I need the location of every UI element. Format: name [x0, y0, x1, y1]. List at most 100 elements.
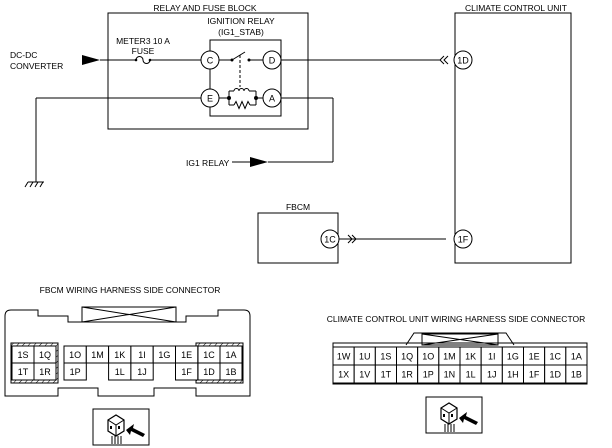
fbcm-terminal-1c: 1C: [320, 229, 340, 249]
connector-pin: 1J: [130, 362, 154, 381]
relay-pin-e: E: [200, 88, 220, 108]
connector-pin-label: 1M: [91, 350, 104, 360]
connector-pin: 1Q: [396, 346, 419, 366]
connector-pin: 1K: [108, 345, 132, 364]
ccu-connector-title: CLIMATE CONTROL UNIT WIRING HARNESS SIDE…: [327, 314, 586, 324]
connector-pin-label: 1X: [338, 370, 349, 380]
connector-pin-label: 1M: [443, 352, 456, 362]
fbcm-unit: FBCM 1C: [257, 202, 340, 264]
connector-pin: 1T: [374, 364, 398, 384]
connector-pin: 1W: [332, 346, 355, 366]
fbcm-label: FBCM: [286, 202, 310, 212]
connector-pin: 1U: [353, 346, 376, 366]
connector-pin-label: 1A: [571, 352, 582, 362]
connector-pin-label: 1I: [488, 352, 496, 362]
connector-pin-label: 1Q: [39, 350, 51, 360]
connector-mark-1d: [439, 55, 449, 65]
relay-pin-c: C: [200, 50, 220, 70]
dcdc-converter-input: DC-DC CONVERTER: [10, 50, 100, 71]
connector-pin-label: 1T: [381, 370, 392, 380]
connector-pin: 1K: [459, 346, 482, 366]
ignition-relay-id: (IG1_STAB): [218, 27, 264, 37]
svg-text:E: E: [207, 94, 213, 104]
ground-icon: [24, 181, 44, 188]
ig1-relay-input: IG1 RELAY: [186, 157, 268, 168]
ccu-connector: CLIMATE CONTROL UNIT WIRING HARNESS SIDE…: [327, 314, 588, 385]
connector-pin-label: 1F: [529, 370, 540, 380]
connector-pin: 1I: [480, 346, 503, 366]
connector-pin: 1S: [11, 345, 35, 364]
connector-pin: 1L: [108, 362, 132, 381]
connector-pin-label: 1G: [507, 352, 519, 362]
connector-pin-label: 1C: [203, 350, 215, 360]
meter-fuse-label-2: FUSE: [132, 46, 155, 56]
connector-pin: 1B: [219, 362, 243, 381]
svg-text:1C: 1C: [324, 235, 336, 245]
arrow-left-icon: [126, 424, 145, 437]
svg-text:C: C: [207, 56, 214, 66]
connector-view-icon-fbcm: [92, 408, 150, 446]
relay-pin-d: D: [262, 50, 282, 70]
arrow-left-icon: [459, 412, 478, 425]
connector-pin: 1R: [396, 364, 419, 384]
ignition-relay-label: IGNITION RELAY: [207, 16, 275, 26]
connector-pin: 1V: [353, 364, 376, 384]
connector-pin: 1H: [501, 364, 525, 384]
dcdc-label-2: CONVERTER: [10, 61, 63, 71]
connector-pin: 1O: [417, 346, 440, 366]
connector-pin: 1E: [523, 346, 546, 366]
connector-pin-label: 1L: [115, 367, 125, 377]
connector-pin-label: 1P: [423, 370, 434, 380]
connector-pin-label: 1R: [39, 367, 51, 377]
connector-pin-label: 1K: [465, 352, 476, 362]
connector-pin-label: 1R: [401, 370, 413, 380]
ccu-terminal-1d: 1D: [453, 50, 473, 70]
connector-pin: 1G: [152, 345, 176, 364]
connector-pin: 1I: [130, 345, 154, 364]
connector-pin: 1D: [544, 364, 567, 384]
connector-pin-label: 1N: [444, 370, 456, 380]
connector-pin: 1O: [63, 345, 87, 364]
connector-pin: 1F: [175, 362, 199, 381]
ig1-relay-label: IG1 RELAY: [186, 158, 230, 168]
connector-pin: 1F: [523, 364, 546, 384]
connector-pin: 1M: [438, 346, 461, 366]
connector-pin-label: 1J: [487, 370, 497, 380]
connector-pin: 1T: [11, 362, 35, 381]
connector-pin: 1C: [544, 346, 567, 366]
connector-pin-label: 1S: [380, 352, 391, 362]
connector-pin: 1Q: [33, 345, 57, 364]
connector-pin: 1A: [219, 345, 243, 364]
connector-pin-label: 1T: [18, 367, 29, 377]
connector-pin: 1G: [501, 346, 525, 366]
connector-pin-label: 1E: [181, 350, 192, 360]
ignition-relay: IGNITION RELAY (IG1_STAB): [207, 16, 282, 117]
connector-pin: 1C: [197, 345, 221, 364]
arrow-right-icon: [82, 55, 100, 65]
relay-fuse-block-label: RELAY AND FUSE BLOCK: [153, 3, 256, 13]
connector-pin-label: 1O: [422, 352, 434, 362]
relay-pin-a: A: [262, 88, 282, 108]
connector-pin: 1R: [33, 362, 57, 381]
climate-control-unit: CLIMATE CONTROL UNIT 1D 1F: [453, 3, 572, 264]
connector-pin: 1D: [197, 362, 221, 381]
wires: [35, 59, 446, 240]
meter-fuse-label: METER3 10 A: [116, 36, 170, 46]
connector-pin-label: 1B: [225, 367, 236, 377]
connector-pin-label: 1L: [466, 370, 476, 380]
connector-pin: 1N: [438, 364, 461, 384]
connector-pin-label: 1J: [137, 367, 147, 377]
connector-pin-label: 1H: [507, 370, 519, 380]
connector-mark-1c: [347, 234, 357, 244]
connector-pin: 1X: [332, 364, 355, 384]
connector-pin: 1P: [63, 362, 87, 381]
connector-pin-label: 1U: [359, 352, 371, 362]
svg-text:1F: 1F: [458, 235, 469, 245]
ccu-terminal-1f: 1F: [453, 229, 473, 249]
arrow-right-icon: [250, 157, 268, 167]
connector-pin: 1A: [565, 346, 588, 366]
